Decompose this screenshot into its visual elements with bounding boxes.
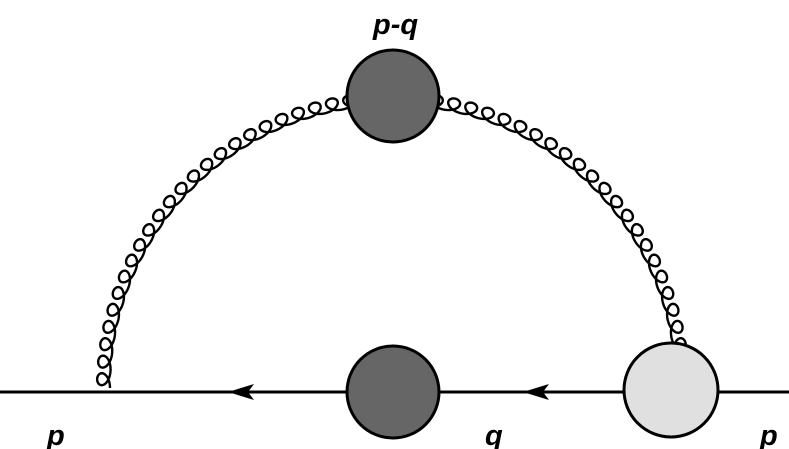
dressed-gluon-propagator-blob [345,48,441,144]
label-p-left: p [46,420,65,449]
label-p-minus-q: p-q [372,9,418,41]
arrow-right [523,384,549,400]
arrow-left [228,384,254,400]
dressed-quark-propagator-blob [345,344,441,440]
dressed-quark-gluon-vertex-blob [622,341,720,439]
label-q: q [485,420,503,449]
label-p-right: p [759,420,778,449]
